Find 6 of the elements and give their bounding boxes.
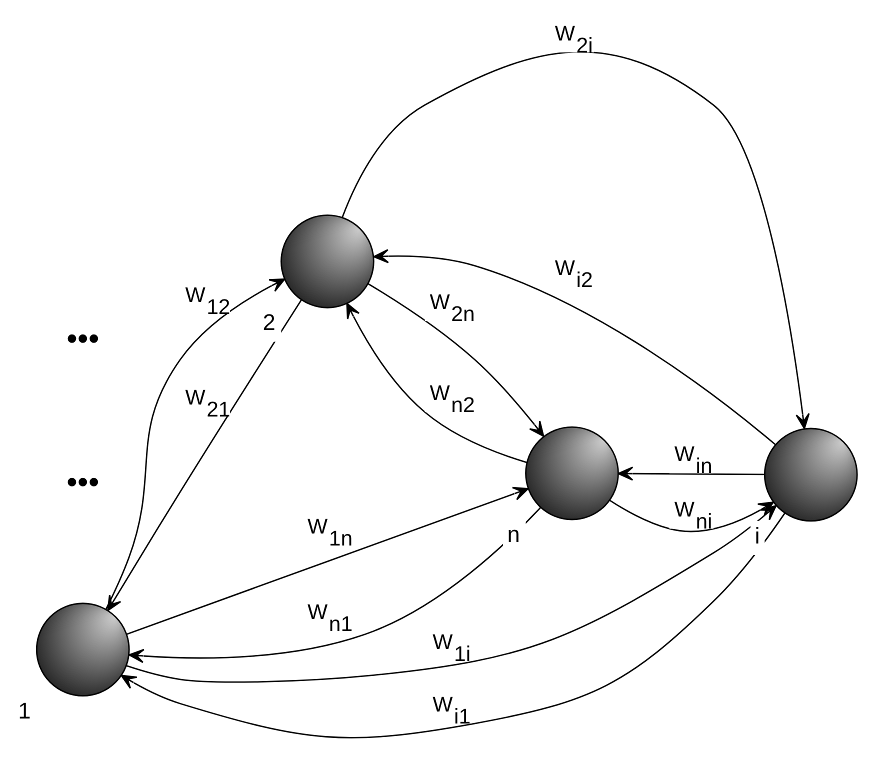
node-label: 2 <box>262 309 276 336</box>
node-label: 1 <box>18 697 31 724</box>
node-label: n <box>507 520 520 547</box>
label: ••• <box>66 321 100 356</box>
node-label: i <box>754 522 760 548</box>
label: ••• <box>66 464 100 500</box>
